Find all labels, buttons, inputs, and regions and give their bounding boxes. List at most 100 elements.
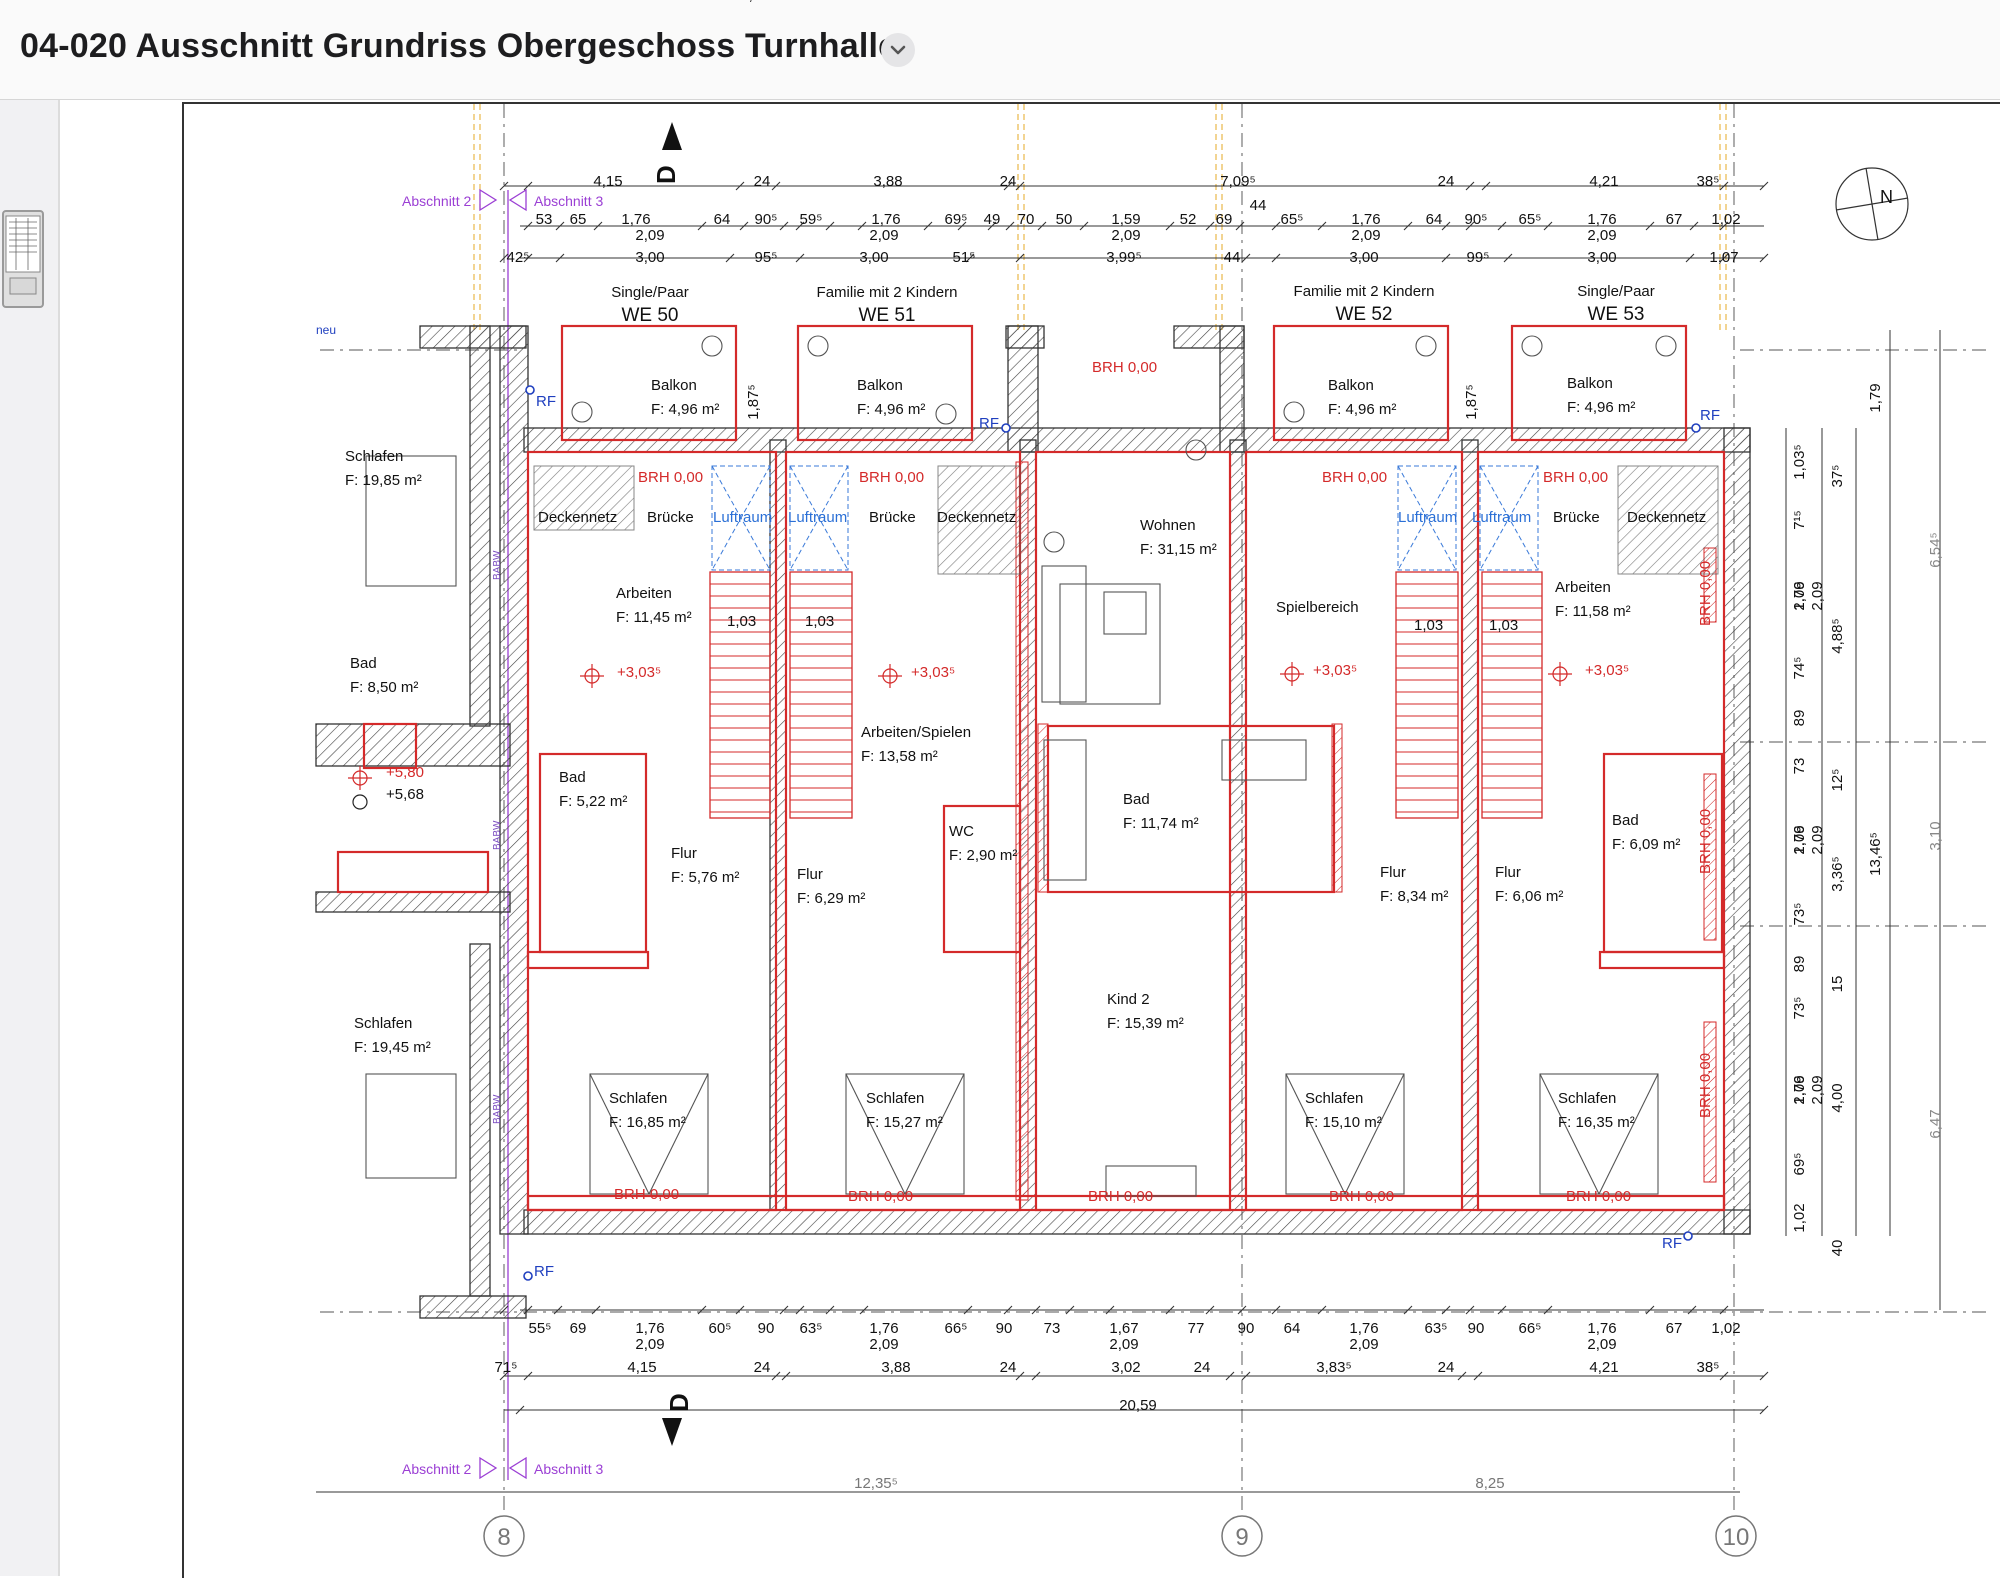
dimension-top: 44	[1250, 197, 1267, 214]
label-stair-width: 1,03	[805, 613, 834, 630]
dimension-right: 6,54⁵	[1927, 532, 1944, 567]
room-area: F: 4,96 m²	[651, 401, 719, 418]
room-area: F: 19,45 m²	[354, 1039, 431, 1056]
dimension-top: 49	[984, 211, 1001, 228]
label-abschnitt-2: Abschnitt 2	[402, 193, 471, 209]
unit-name-we50: WE 50	[621, 305, 678, 326]
label-babw: BABW	[492, 550, 503, 580]
label-brh: BRH 0,00	[1697, 561, 1714, 626]
dimension-bottom: 63⁵	[800, 1320, 823, 1337]
dimension-right: 73	[1791, 758, 1808, 775]
dimension-top: 90⁵	[755, 211, 778, 228]
dimension-top: 4,21	[1589, 173, 1618, 190]
dimension-right: 37⁵	[1829, 465, 1846, 488]
dimension-right: 1,87⁵	[1463, 384, 1480, 419]
room-name: Bad	[350, 655, 377, 672]
dimension-top: 24	[1000, 173, 1017, 190]
unit-name-we51: WE 51	[858, 305, 915, 326]
unit-name-we53: WE 53	[1587, 304, 1644, 325]
label-level: +3,03⁵	[1585, 662, 1629, 679]
dimension-top: 24	[1438, 173, 1455, 190]
dimension-right: 2,09	[1809, 1075, 1826, 1104]
dimension-top: 1,76	[871, 211, 900, 228]
dimension-top: 1,59	[1111, 211, 1140, 228]
label-brh: BRH 0,00	[1697, 809, 1714, 874]
dimension-top: 65	[570, 211, 587, 228]
room-name: Flur	[797, 866, 823, 883]
label-babw: BABW	[492, 820, 503, 850]
label-rf: RF	[536, 393, 556, 410]
dimension-top: 3,88	[873, 173, 902, 190]
dimension-right: 7¹⁵	[1791, 510, 1808, 530]
dimension-right: 1,87⁵	[740, 0, 775, 4]
room-name: Schlafen	[345, 448, 403, 465]
dimension-top: 3,99⁵	[1106, 249, 1141, 266]
label-rf: RF	[1700, 407, 1720, 424]
page-thumbnail[interactable]	[2, 210, 44, 308]
label-luftraum: Luftraum	[713, 509, 772, 526]
room-area: F: 31,15 m²	[1140, 541, 1217, 558]
label-deckennetz: Deckennetz	[937, 509, 1016, 526]
room-area: F: 5,76 m²	[671, 869, 739, 886]
dimension-right: 1,76	[1791, 825, 1808, 854]
dimension-bottom: 63⁵	[1425, 1320, 1448, 1337]
label-rf: RF	[979, 415, 999, 432]
label-neu: neu	[316, 323, 336, 337]
label-brh: BRH 0,00	[614, 1186, 679, 1203]
dimension-right: 1,79	[1867, 383, 1884, 412]
dimension-top: 67	[1666, 211, 1683, 228]
dimension-top: 1,76	[1587, 211, 1616, 228]
dimension-bottom: 90	[758, 1320, 775, 1337]
label-level: +3,03⁵	[1313, 662, 1357, 679]
dimension-top: 38⁵	[1697, 173, 1720, 190]
dimension-top: 50	[1056, 211, 1073, 228]
room-area: F: 16,85 m²	[609, 1114, 686, 1131]
room-area: F: 13,58 m²	[861, 748, 938, 765]
title-bar: 04-020 Ausschnitt Grundriss Obergeschoss…	[0, 0, 2000, 100]
label-level: +3,03⁵	[911, 664, 955, 681]
room-name: Bad	[559, 769, 586, 786]
room-area: F: 15,10 m²	[1305, 1114, 1382, 1131]
dimension-top: 59⁵	[800, 211, 823, 228]
dimension-bottom: 1,67	[1109, 1320, 1138, 1337]
dimension-bottom: 38⁵	[1697, 1359, 1720, 1376]
dimension-right: 1,87⁵	[745, 384, 762, 419]
room-area: F: 6,06 m²	[1495, 888, 1563, 905]
grid-span: 12,35⁵	[854, 1475, 898, 1492]
dimension-top: 65⁵	[1281, 211, 1304, 228]
dimension-right: 4,00	[1829, 1083, 1846, 1112]
dimension-top: 2,09	[1351, 227, 1380, 244]
dimension-right: 2,09	[1809, 825, 1826, 854]
dimension-bottom: 24	[1194, 1359, 1211, 1376]
label-rf: RF	[1662, 1235, 1682, 1252]
dimension-top: 1,76	[621, 211, 650, 228]
dimension-bottom: 1,76	[635, 1320, 664, 1337]
label-deckennetz: Deckennetz	[538, 509, 617, 526]
room-area: F: 8,34 m²	[1380, 888, 1448, 905]
room-area: F: 11,74 m²	[1123, 815, 1199, 832]
room-name: Schlafen	[866, 1090, 924, 1107]
dimension-top: 2,09	[1111, 227, 1140, 244]
room-name: Flur	[1380, 864, 1406, 881]
label-bruecke: Brücke	[869, 509, 916, 526]
dimension-top: 69	[1216, 211, 1233, 228]
dimension-right: 2,09	[1791, 581, 1808, 610]
dimension-top: 1,02	[1711, 211, 1740, 228]
dimension-bottom: 55⁵	[529, 1320, 552, 1337]
label-deckennetz: Deckennetz	[1627, 509, 1706, 526]
dimension-bottom: 1,02	[1711, 1320, 1740, 1337]
label-luftraum: Luftraum	[788, 509, 847, 526]
dimension-top: 53	[536, 211, 553, 228]
dimension-top: 3,00	[1587, 249, 1616, 266]
room-area: F: 5,22 m²	[559, 793, 627, 810]
room-name: Wohnen	[1140, 517, 1196, 534]
unit-name-we52: WE 52	[1335, 304, 1392, 325]
page-thumbnail-icon	[5, 215, 41, 295]
dimension-top: 44	[1224, 249, 1241, 266]
dimension-bottom: 1,76	[1349, 1320, 1378, 1337]
label-abschnitt-3: Abschnitt 3	[534, 1461, 603, 1477]
dimension-right: 73⁵	[1791, 997, 1808, 1020]
dimension-bottom: 2,09	[1587, 1336, 1616, 1353]
title-menu-button[interactable]	[881, 33, 915, 67]
